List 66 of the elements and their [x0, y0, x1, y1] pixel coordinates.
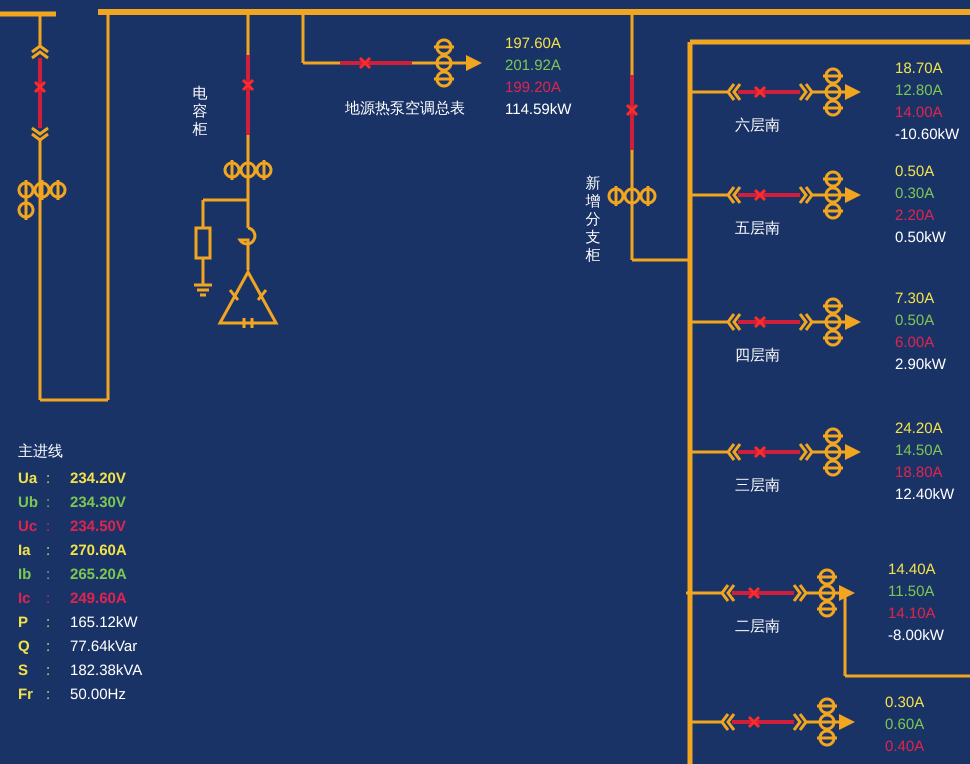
parameter-value: 182.38kVA	[70, 662, 142, 680]
current-reading: 0.40A	[885, 738, 924, 756]
current-reading: 24.20A	[895, 420, 943, 438]
feeder-label: 五层南	[735, 220, 780, 238]
separator: :	[46, 638, 50, 656]
current-reading: 0.60A	[885, 716, 924, 734]
parameter-name: P	[18, 614, 28, 632]
current-reading: 199.20A	[505, 79, 561, 97]
current-reading: 0.50A	[895, 312, 934, 330]
separator: :	[46, 566, 50, 584]
separator: :	[46, 494, 50, 512]
cabinet-label: 新增分支柜	[585, 175, 601, 265]
parameter-value: 270.60A	[70, 542, 127, 560]
power-reading: 0.50kW	[895, 229, 946, 247]
current-reading: 0.30A	[895, 185, 934, 203]
separator: :	[46, 590, 50, 608]
current-reading: 12.80A	[895, 82, 943, 100]
parameter-value: 50.00Hz	[70, 686, 126, 704]
current-reading: 11.50A	[888, 583, 934, 601]
parameter-name: Ic	[18, 590, 31, 608]
separator: :	[46, 518, 50, 536]
current-reading: 14.40A	[888, 561, 936, 579]
parameter-value: 234.30V	[70, 494, 126, 512]
parameter-value: 165.12kW	[70, 614, 138, 632]
current-reading: 2.20A	[895, 207, 934, 225]
parameter-value: 77.64kVar	[70, 638, 138, 656]
table-title: 主进线	[18, 443, 63, 461]
current-reading: 197.60A	[505, 35, 561, 53]
current-reading: 14.00A	[895, 104, 943, 122]
separator: :	[46, 686, 50, 704]
parameter-name: Ub	[18, 494, 38, 512]
power-reading: 12.40kW	[895, 486, 954, 504]
parameter-name: Q	[18, 638, 30, 656]
parameter-value: 265.20A	[70, 566, 127, 584]
current-reading: 18.70A	[895, 60, 943, 78]
feeder-label: 地源热泵空调总表	[345, 100, 465, 118]
parameter-name: Ua	[18, 470, 38, 488]
current-reading: 0.30A	[885, 694, 924, 712]
power-reading: -10.60kW	[895, 126, 960, 144]
current-reading: 18.80A	[895, 464, 943, 482]
parameter-name: Ib	[18, 566, 32, 584]
parameter-name: Ia	[18, 542, 31, 560]
current-reading: 6.00A	[895, 334, 934, 352]
parameter-value: 249.60A	[70, 590, 127, 608]
separator: :	[46, 470, 50, 488]
parameter-name: Uc	[18, 518, 38, 536]
current-reading: 7.30A	[895, 290, 934, 308]
cabinet-label: 电容柜	[192, 85, 208, 139]
current-reading: 14.50A	[895, 442, 943, 460]
parameter-value: 234.50V	[70, 518, 126, 536]
current-reading: 14.10A	[888, 605, 936, 623]
current-reading: 201.92A	[505, 57, 561, 75]
feeder-label: 二层南	[735, 618, 780, 636]
power-reading: 114.59kW	[505, 101, 572, 119]
parameter-value: 234.20V	[70, 470, 126, 488]
separator: :	[46, 542, 50, 560]
power-reading: -8.00kW	[888, 627, 944, 645]
power-reading: 2.90kW	[895, 356, 946, 374]
parameter-name: S	[18, 662, 28, 680]
parameter-name: Fr	[18, 686, 33, 704]
feeder-label: 三层南	[735, 477, 780, 495]
current-reading: 0.50A	[895, 163, 934, 181]
separator: :	[46, 614, 50, 632]
separator: :	[46, 662, 50, 680]
feeder-label: 六层南	[735, 117, 780, 135]
feeder-label: 四层南	[735, 347, 780, 365]
